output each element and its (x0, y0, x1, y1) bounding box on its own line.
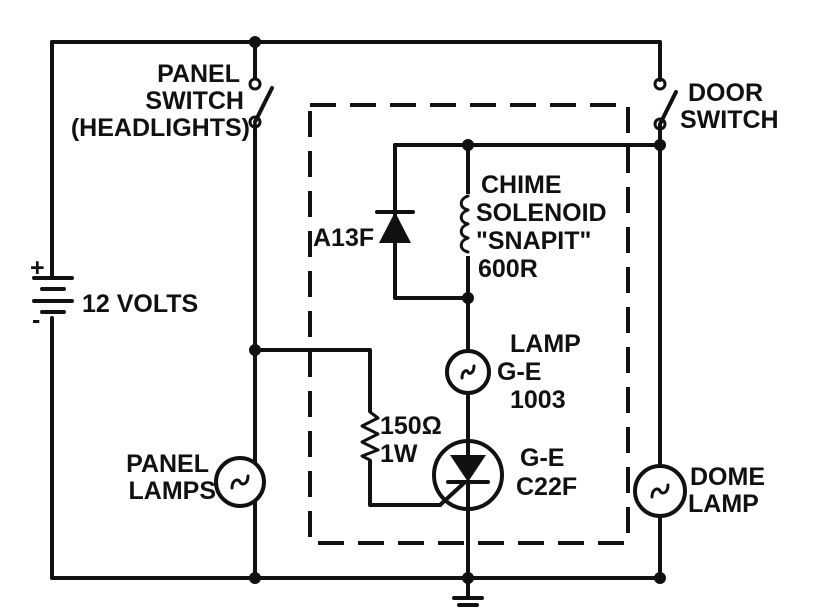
panel-lamps-label-line1: PANEL (126, 450, 209, 478)
battery-symbol (32, 276, 74, 314)
resistor-label-line2: 1W (380, 440, 418, 468)
panel-switch-label-line3: (HEADLIGHTS) (71, 114, 250, 142)
dome-lamp-label: DOME LAMP (688, 463, 765, 518)
lamp-label: LAMP G-E 1003 (497, 330, 581, 414)
chime-module-outline (308, 103, 630, 545)
solenoid-label-line4: 600R (478, 255, 538, 283)
panel-lamps-label: PANEL LAMPS (126, 450, 216, 505)
resistor-label-line1: 150Ω (380, 412, 442, 440)
panel-lamps-label-line2: LAMPS (129, 477, 217, 505)
door-switch-label-line1: DOOR (688, 79, 763, 107)
battery-plus-label: + (30, 254, 45, 282)
scr-symbol (432, 439, 504, 511)
scr-label: G-E C22F (516, 444, 577, 501)
door-switch-symbol (653, 77, 678, 131)
solenoid-label-line1: CHIME (481, 171, 562, 199)
panel-switch-label-line1: PANEL (157, 60, 240, 88)
door-switch-label: DOOR SWITCH (680, 79, 779, 134)
panel-switch-label-line2: SWITCH (145, 87, 244, 115)
solenoid-label-line3: "SNAPIT" (476, 227, 591, 255)
scr-label-line2: C22F (516, 473, 577, 501)
lamp-label-line2: G-E (497, 358, 541, 386)
battery-voltage-label: 12 VOLTS (82, 290, 198, 318)
dome-lamp-label-line1: DOME (690, 463, 765, 491)
junction-dots (249, 36, 666, 584)
resistor-label: 150Ω 1W (380, 412, 442, 468)
dome-lamp-symbol (633, 464, 687, 518)
diode-symbol (375, 210, 415, 243)
solenoid-label: CHIME SOLENOID "SNAPIT" 600R (476, 171, 607, 283)
lamp-label-line3: 1003 (510, 386, 566, 414)
dome-lamp-label-line2: LAMP (688, 490, 759, 518)
lamp-label-line1: LAMP (510, 330, 581, 358)
panel-switch-label: PANEL SWITCH (HEADLIGHTS) (71, 60, 250, 142)
battery-minus-label: - (32, 306, 40, 334)
solenoid-label-line2: SOLENOID (476, 199, 607, 227)
ground-symbol (452, 596, 484, 607)
diode-label: A13F (313, 224, 374, 252)
panel-switch-symbol (248, 77, 274, 129)
resistor-symbol (360, 410, 380, 462)
solenoid-coil-symbol (459, 194, 474, 256)
door-switch-label-line2: SWITCH (680, 106, 779, 134)
lamp-1003-symbol (445, 349, 491, 395)
panel-lamps-symbol (214, 456, 266, 508)
scr-label-line1: G-E (520, 444, 564, 472)
